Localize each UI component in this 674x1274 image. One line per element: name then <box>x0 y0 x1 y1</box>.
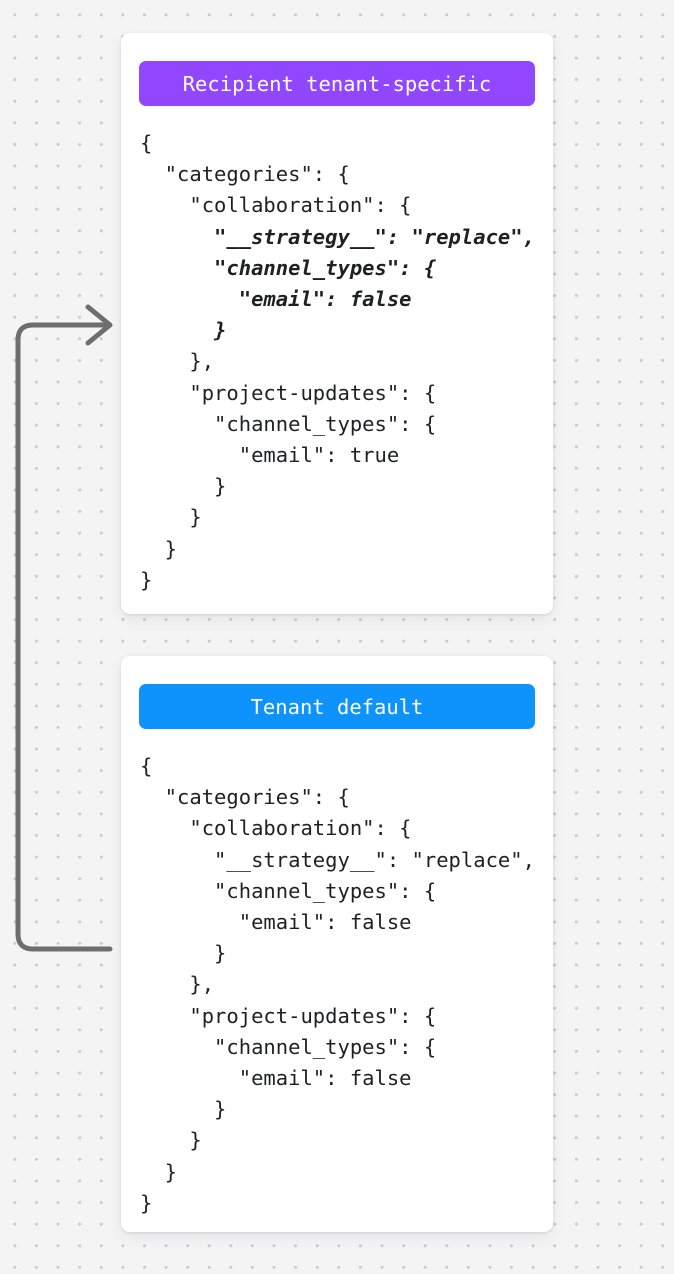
card-recipient-tenant-specific: Recipient tenant-specific { "categories"… <box>121 33 553 614</box>
code-line: "collaboration": { <box>140 193 412 218</box>
code-line: "email": false <box>140 1066 412 1091</box>
code-line: } <box>140 1190 153 1215</box>
code-line: } <box>140 567 153 592</box>
code-line: } <box>140 474 227 499</box>
code-line: "channel_types": { <box>140 878 437 903</box>
code-line: "channel_types": { <box>140 1034 437 1059</box>
code-line: } <box>140 505 202 530</box>
code-line: } <box>140 1159 178 1184</box>
override-arrow-path <box>15 322 113 952</box>
code-line: "categories": { <box>140 162 350 187</box>
code-line: } <box>140 536 178 561</box>
code-block-recipient-tenant-specific: { "categories": { "collaboration": { "__… <box>139 128 535 596</box>
code-line: { <box>140 754 153 778</box>
code-line: } <box>140 941 227 966</box>
code-line: } <box>140 1097 227 1122</box>
card-tenant-default: Tenant default { "categories": { "collab… <box>121 656 553 1232</box>
override-arrowhead <box>85 304 113 346</box>
code-line: }, <box>140 972 215 997</box>
code-line: { <box>140 131 153 155</box>
code-line: "project-updates": { <box>140 1003 437 1028</box>
badge-tenant-default: Tenant default <box>139 684 535 729</box>
code-line: "__strategy__": "replace", <box>140 224 535 249</box>
code-line: } <box>140 1128 202 1153</box>
code-line: "email": false <box>140 910 412 935</box>
code-block-tenant-default: { "categories": { "collaboration": { "__… <box>139 751 535 1219</box>
code-line: "project-updates": { <box>140 380 437 405</box>
code-line: "channel_types": { <box>140 411 437 436</box>
code-line: "__strategy__": "replace", <box>140 847 535 872</box>
code-line: "email": false <box>140 287 412 312</box>
code-line: "categories": { <box>140 785 350 810</box>
code-line: }, <box>140 349 215 374</box>
code-line: "collaboration": { <box>140 816 412 841</box>
code-line: "channel_types": { <box>140 255 437 280</box>
badge-recipient-tenant-specific: Recipient tenant-specific <box>139 61 535 106</box>
code-line: "email": true <box>140 443 400 468</box>
code-line: } <box>140 318 227 343</box>
